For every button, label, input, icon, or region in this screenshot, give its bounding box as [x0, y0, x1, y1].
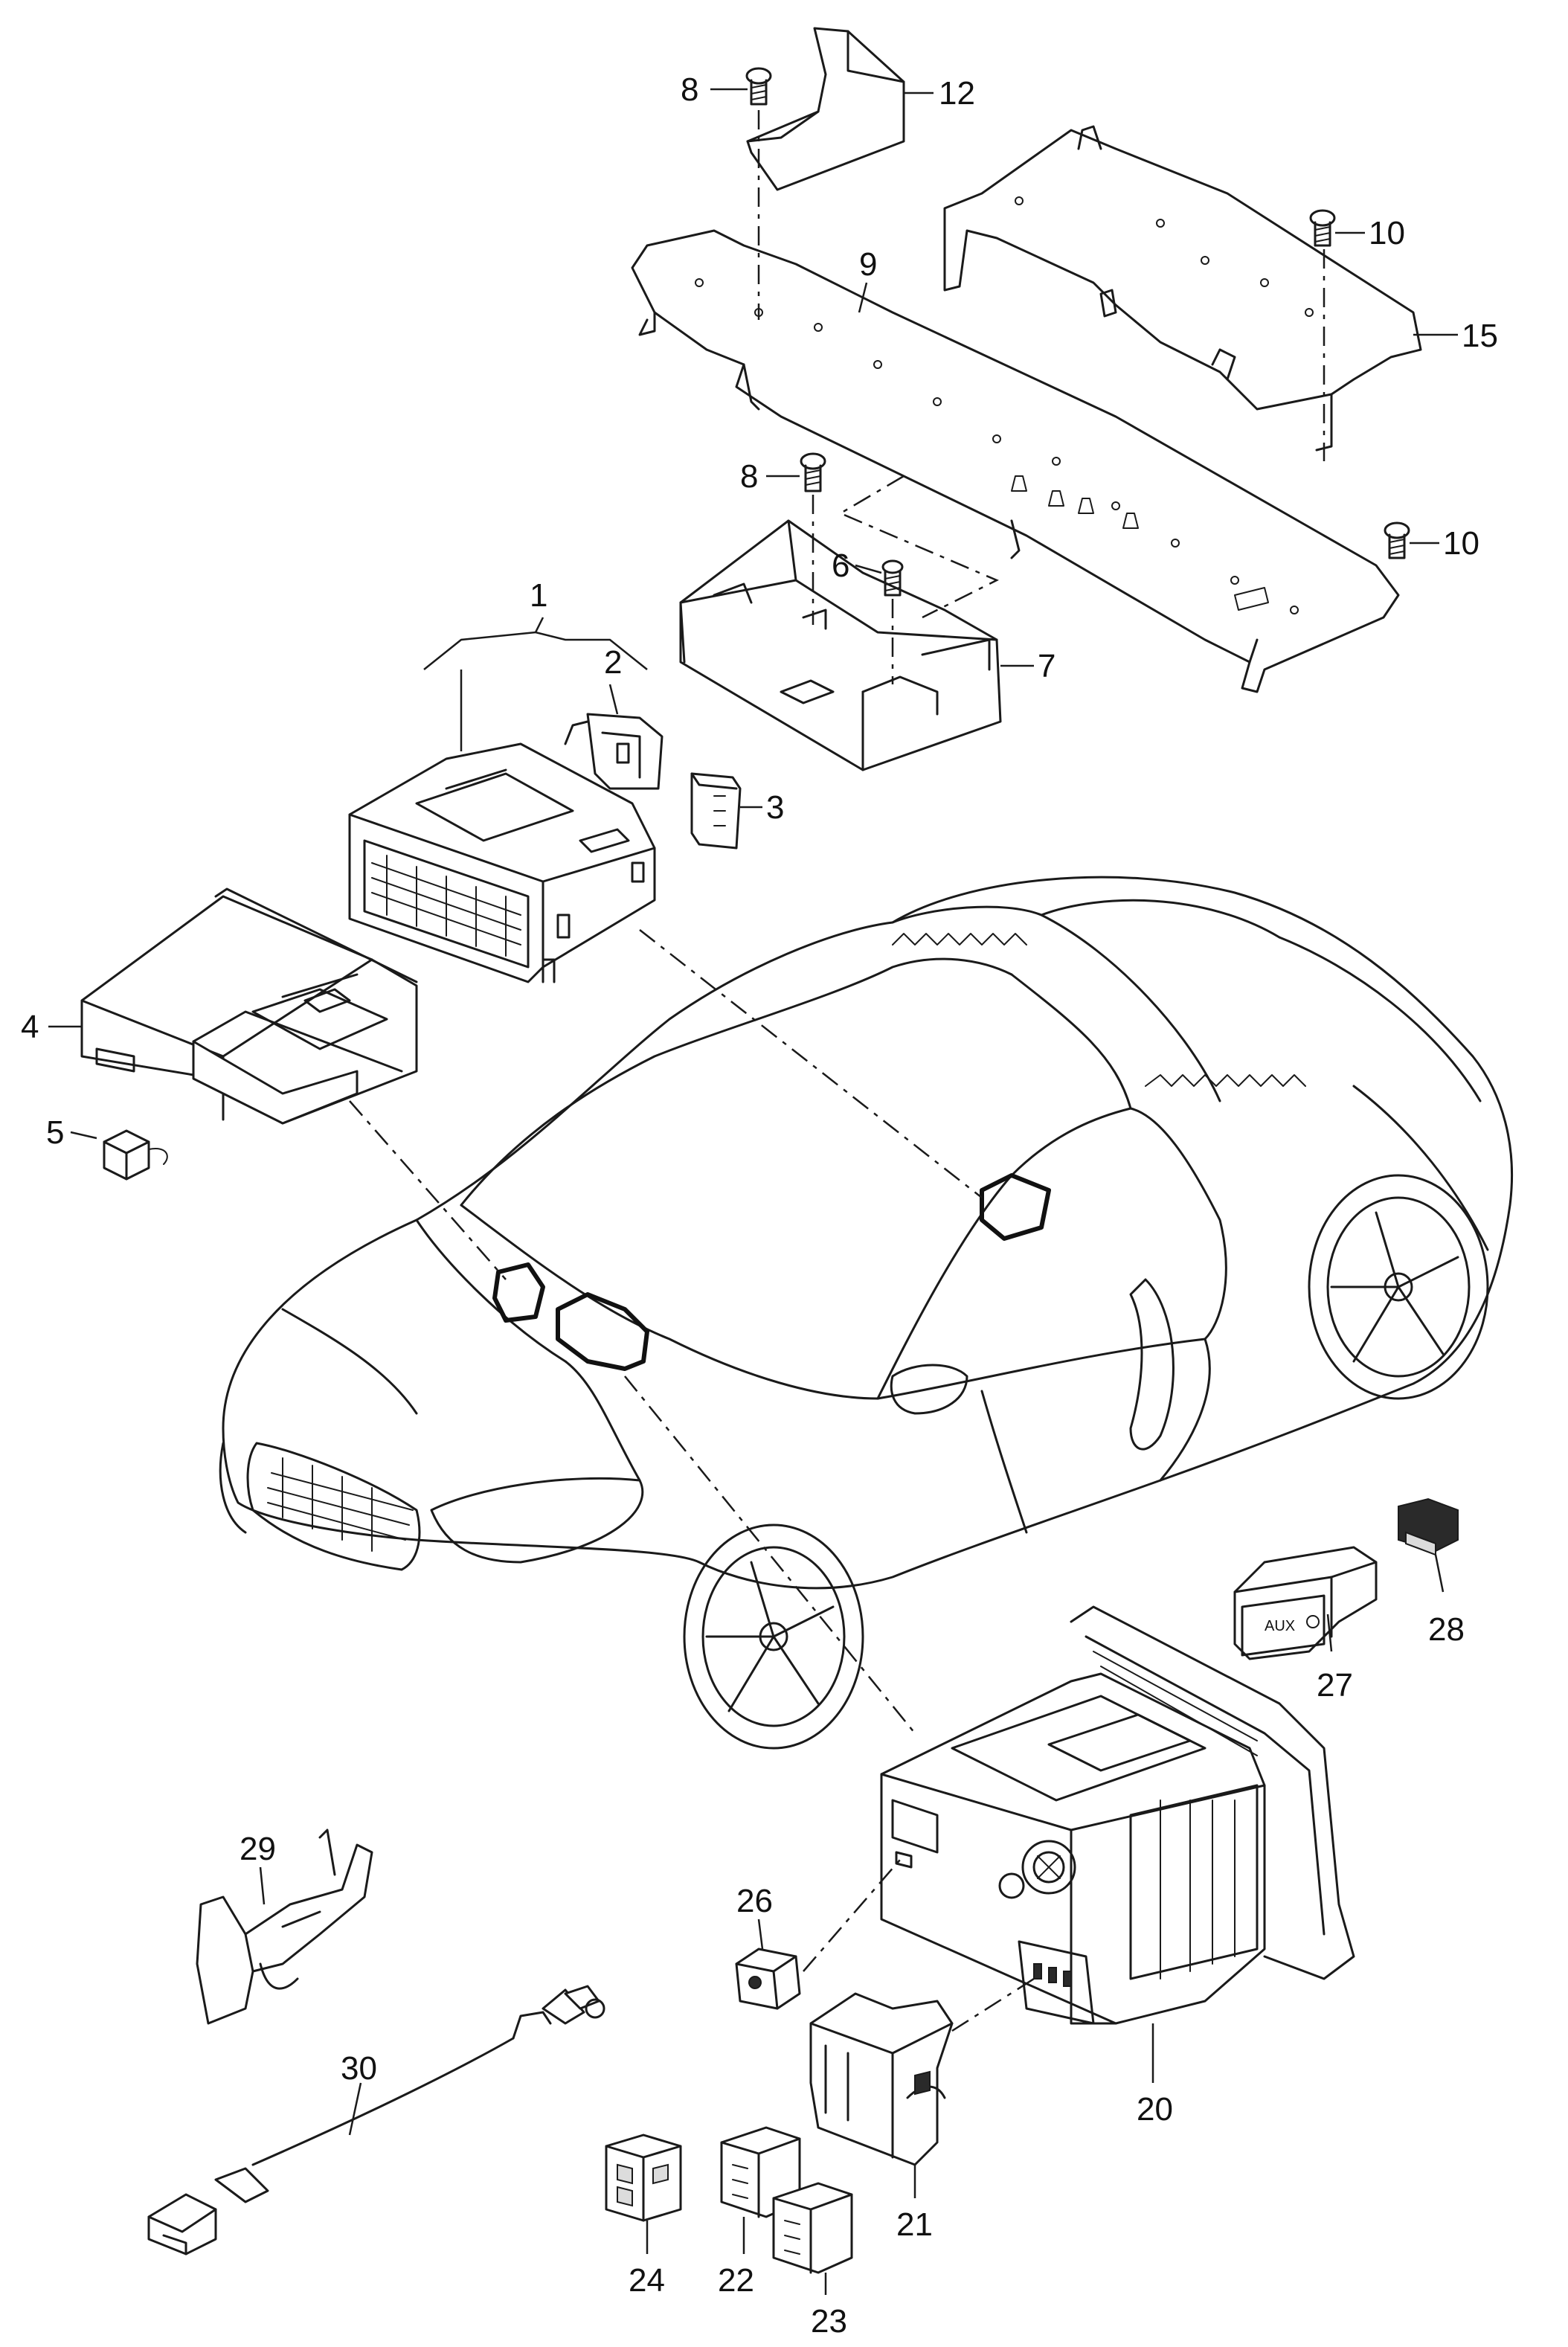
callout-8-lower: 8	[740, 458, 758, 495]
connector-23	[772, 2182, 853, 2274]
callout-9: 9	[859, 246, 877, 283]
screw-10-lower	[1384, 521, 1410, 559]
radio-unit-1	[348, 742, 656, 983]
location-marker-a	[492, 1262, 545, 1323]
callout-21: 21	[896, 2206, 933, 2243]
connector-2	[564, 713, 663, 790]
callout-10-upper: 10	[1369, 215, 1405, 251]
connector-24	[605, 2134, 682, 2222]
module-4	[80, 887, 418, 1125]
screw-8-upper	[745, 67, 772, 106]
holder-29	[196, 1829, 373, 2025]
callout-29: 29	[240, 1831, 276, 1867]
location-marker-c	[980, 1173, 1051, 1241]
car-outline	[219, 876, 1513, 1750]
cable-30	[147, 1985, 605, 2256]
radio-navigation-unit-20	[880, 1605, 1355, 2025]
callout-12: 12	[939, 75, 975, 112]
callout-7: 7	[1038, 648, 1055, 684]
callout-30: 30	[341, 2050, 377, 2087]
callout-5: 5	[46, 1114, 64, 1151]
callout-24: 24	[629, 2262, 665, 2299]
callout-8-upper: 8	[681, 71, 698, 108]
callout-23: 23	[811, 2303, 847, 2340]
callout-2: 2	[604, 644, 622, 681]
aux-socket-27: AUX	[1233, 1546, 1378, 1660]
callout-20: 20	[1137, 2091, 1173, 2128]
callout-1: 1	[530, 577, 547, 614]
callout-4: 4	[21, 1009, 39, 1045]
callout-22: 22	[718, 2262, 754, 2299]
callout-27: 27	[1317, 1667, 1353, 1704]
callout-28: 28	[1428, 1611, 1465, 1648]
mounting-bracket-15	[943, 125, 1422, 452]
callout-3: 3	[766, 789, 784, 826]
bracket-12	[746, 27, 905, 191]
connector-housing-21	[809, 1992, 954, 2166]
callout-15: 15	[1462, 318, 1498, 354]
aux-label: AUX	[1265, 1618, 1295, 1634]
connector-26	[735, 1948, 801, 2010]
mounting-plate-9	[631, 229, 1400, 693]
connector-28	[1398, 1497, 1459, 1556]
callout-10-lower: 10	[1443, 525, 1479, 562]
screw-10-upper	[1309, 209, 1336, 247]
callout-6: 6	[832, 548, 849, 584]
connector-3	[690, 772, 742, 850]
connector-5	[103, 1129, 168, 1181]
screw-6	[881, 559, 904, 597]
location-marker-b	[556, 1292, 649, 1371]
callout-26: 26	[736, 1883, 773, 1919]
screw-8-lower	[800, 452, 826, 492]
